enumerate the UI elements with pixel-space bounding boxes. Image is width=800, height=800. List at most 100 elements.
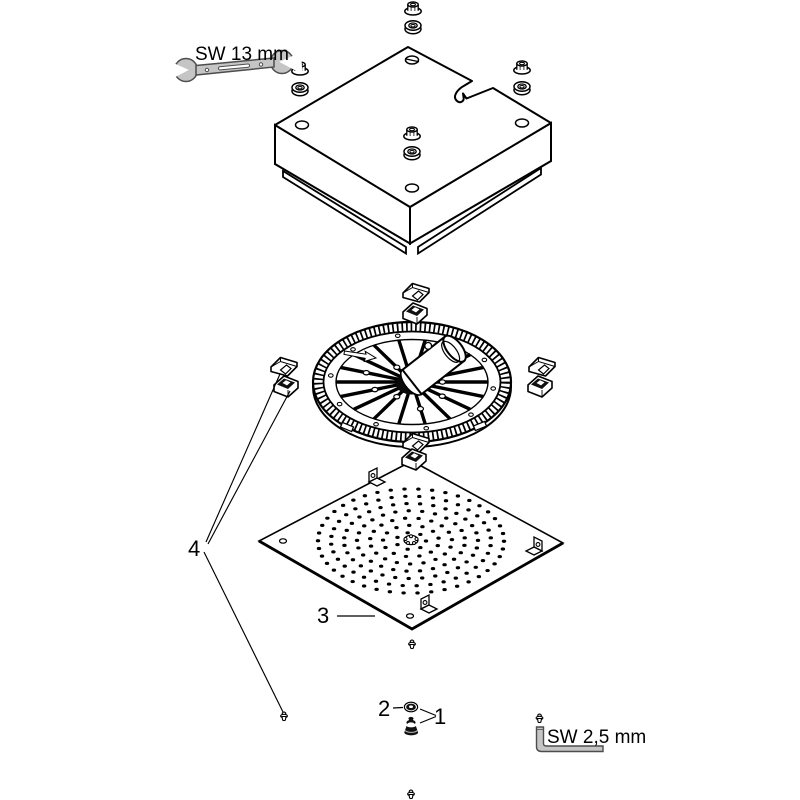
spray-hole <box>331 550 336 554</box>
retaining-clip-box <box>273 375 299 398</box>
spray-hole <box>442 587 447 592</box>
washer <box>513 80 531 96</box>
spray-hole <box>475 514 480 518</box>
spray-hole <box>486 528 491 532</box>
cylinder-nub <box>424 341 433 350</box>
spray-hole <box>360 553 366 557</box>
spray-hole <box>391 551 396 555</box>
spray-hole <box>449 537 455 542</box>
spray-hole <box>350 558 356 562</box>
wrench-hole-right <box>258 62 264 67</box>
spray-hole <box>394 525 399 530</box>
spray-hole <box>380 573 385 577</box>
leader-2 <box>392 706 404 709</box>
spray-hole <box>492 517 498 521</box>
spray-hole <box>476 575 482 579</box>
spray-hole <box>442 563 447 567</box>
rim-screw <box>490 386 497 391</box>
spray-hole <box>466 508 471 512</box>
spray-hole <box>331 568 337 572</box>
spray-hole <box>429 590 434 594</box>
spray-hole <box>363 502 369 506</box>
spray-hole <box>390 518 395 523</box>
spray-disc-wheel <box>311 320 513 448</box>
spray-hole <box>362 524 367 528</box>
spray-hole <box>315 539 321 543</box>
spray-hole <box>435 544 440 548</box>
spray-hole <box>351 570 356 574</box>
spray-hole <box>433 574 438 578</box>
spray-hole <box>361 584 367 588</box>
spray-hole <box>407 562 413 566</box>
fixing-screw <box>280 711 288 722</box>
spray-hole <box>432 512 438 516</box>
spray-hole <box>469 524 475 528</box>
retaining-clip-u <box>402 432 430 453</box>
spray-hole <box>430 529 436 533</box>
spray-hole <box>420 525 425 529</box>
spray-hole <box>379 523 384 527</box>
hexkey-size-label: SW 2,5 mm <box>547 727 646 748</box>
spray-hole <box>391 567 396 572</box>
spray-hole <box>375 490 380 495</box>
retaining-clip-box <box>401 448 427 471</box>
spray-hole <box>368 559 374 563</box>
spoke-screw <box>371 386 379 393</box>
rotation-arrow <box>343 350 378 363</box>
spray-hole <box>419 509 425 514</box>
spray-hole <box>455 566 461 570</box>
nozzle-plug <box>404 716 419 736</box>
spray-hole <box>329 534 334 538</box>
housing-left-skirt <box>282 169 407 256</box>
spray-hole <box>416 487 421 491</box>
callout-1: 1 <box>434 704 446 729</box>
spray-hole <box>393 510 398 514</box>
plate-corner-hole-left <box>278 538 288 544</box>
spray-hole <box>370 518 375 522</box>
spray-hole <box>474 546 480 550</box>
spray-hole <box>492 562 497 566</box>
spray-hole <box>462 543 467 547</box>
spray-plate <box>257 460 565 631</box>
spray-nozzle-holes <box>315 487 507 595</box>
fixing-screw <box>408 639 416 650</box>
spray-hole <box>361 575 367 579</box>
spray-hole <box>418 545 423 550</box>
spray-hole <box>464 571 469 575</box>
plate-bracket-right <box>524 535 544 556</box>
spray-hole <box>329 542 334 546</box>
spray-hole <box>319 554 325 558</box>
spray-hole <box>356 546 361 550</box>
spray-hole <box>332 509 337 514</box>
spray-hole <box>428 582 433 587</box>
leader-4-clip-upper <box>205 373 281 543</box>
spray-hole <box>428 550 434 554</box>
leader-1-upper <box>419 708 437 717</box>
spray-hole <box>441 580 446 584</box>
spray-hole <box>344 528 349 532</box>
spray-hole <box>421 561 426 565</box>
spray-hole <box>405 531 410 535</box>
spray-hole <box>463 517 468 521</box>
spray-hole <box>368 569 374 573</box>
spray-hole <box>488 544 493 548</box>
spray-hole <box>371 529 377 533</box>
spray-hole <box>336 519 342 524</box>
spray-hole <box>500 547 506 551</box>
fixing-screws <box>280 639 544 800</box>
spray-hole <box>455 494 461 498</box>
spray-hole <box>407 523 412 527</box>
spray-hole <box>414 584 419 588</box>
spray-hole <box>376 498 381 502</box>
spray-hole <box>378 505 383 510</box>
spray-hole <box>497 554 502 559</box>
flange-nut <box>403 126 421 141</box>
spray-hole <box>357 515 362 519</box>
retaining-clip-u <box>270 356 298 377</box>
spray-hole <box>473 565 478 569</box>
spray-hole <box>335 557 341 561</box>
spray-hole <box>403 494 408 498</box>
wheel-drive-cylinder <box>399 334 467 396</box>
spray-hole <box>485 510 491 514</box>
